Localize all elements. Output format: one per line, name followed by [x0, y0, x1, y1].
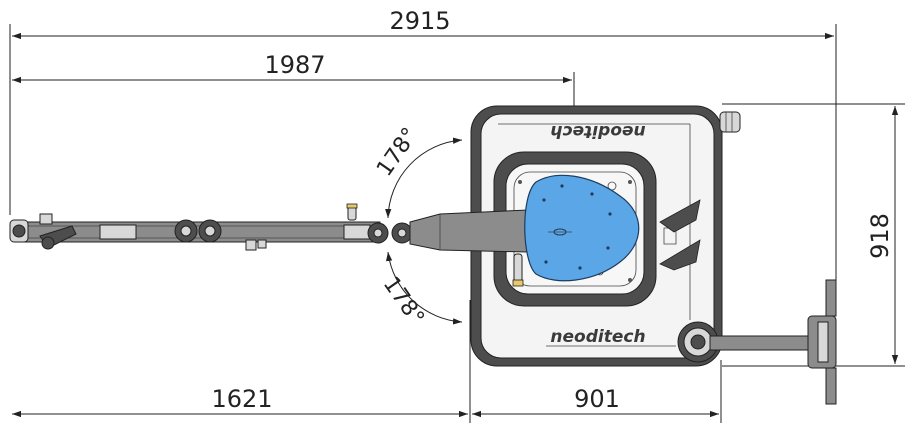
chevron-upper-icon: [659, 199, 701, 233]
dimension-arm-to-base: 1621: [12, 300, 471, 423]
overall-length-label: 2915: [389, 7, 450, 35]
roller-joint-middle: [174, 219, 222, 243]
bottom-logo: neoditech: [550, 327, 645, 347]
roller-joint-right: [367, 222, 413, 244]
angle-lower: 178°: [378, 251, 463, 330]
arm-to-base-label: 1621: [211, 385, 272, 413]
dimension-overall-length: 2915: [9, 7, 837, 280]
top-logo: neoditech: [550, 121, 645, 141]
dimension-base-width: 901: [472, 360, 722, 423]
arm-reach-label: 1987: [264, 51, 325, 79]
base-width-label: 901: [574, 385, 620, 413]
boom-arm: [9, 203, 529, 287]
rear-mount: [677, 279, 837, 405]
upper-angle-label: 178°: [372, 123, 423, 181]
dimension-arm-reach: 1987: [12, 51, 575, 232]
dimension-base-depth: 918: [722, 103, 905, 367]
lower-angle-label: 178°: [378, 272, 429, 330]
base-depth-label: 918: [866, 213, 894, 259]
angle-upper: 178°: [372, 123, 463, 219]
chevron-lower-icon: [659, 239, 701, 271]
blue-pad: [524, 174, 640, 282]
